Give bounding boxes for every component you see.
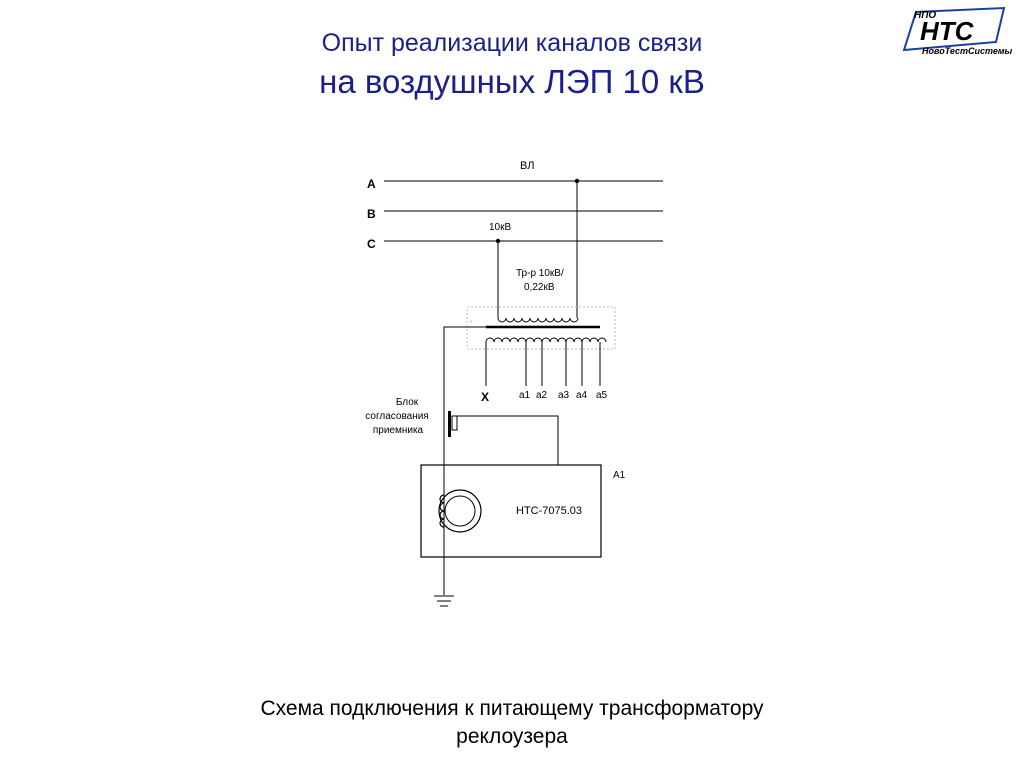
voltage-label: 10кВ: [489, 222, 511, 233]
logo-main-text: НТС: [920, 16, 975, 46]
device-name-label: НТС-7075.03: [516, 505, 582, 517]
tap-label-a1: а1: [519, 390, 531, 401]
transformer-label-2: 0,22кВ: [524, 282, 555, 293]
line-label: ВЛ: [520, 160, 534, 172]
matching-block-coil: [451, 415, 458, 431]
secondary-winding: [485, 337, 607, 343]
logo-sub-text: НовоТестСистемы: [922, 46, 1013, 56]
device-ref-label: А1: [613, 470, 626, 481]
tap-label-a2: а2: [536, 390, 548, 401]
logo-top-text: НПО: [914, 10, 936, 21]
logo-frame: [902, 6, 1006, 52]
company-logo: НПО НТС НовоТестСистемы: [902, 6, 1013, 56]
phase-label-a: A: [367, 177, 376, 191]
current-sensor-ring-inner: [444, 495, 476, 527]
caption-line-2: реклоузера: [456, 725, 568, 748]
tap-label-x: X: [481, 390, 489, 404]
block-label-1: Блок: [396, 397, 419, 408]
device-box: [420, 464, 602, 558]
primary-winding: [497, 317, 579, 323]
title-line-1: Опыт реализации каналов связи: [321, 29, 703, 57]
transformer-enclosure: [466, 306, 616, 350]
phase-label-c: C: [367, 237, 376, 251]
phase-label-b: B: [367, 207, 376, 221]
enclosure-mark: +: [469, 319, 473, 326]
block-label-3: приемника: [373, 425, 424, 436]
current-sensor-coil: [439, 494, 445, 528]
caption-line-1: Схема подключения к питающему трансформа…: [260, 697, 764, 720]
title-line-2: на воздушных ЛЭП 10 кВ: [319, 63, 705, 100]
transformer-label-1: Тр-р 10кВ/: [516, 268, 564, 279]
tap-label-a5: а5: [596, 390, 608, 401]
matching-block-link: [457, 415, 559, 465]
tap-label-a3: а3: [558, 390, 570, 401]
page-title: Опыт реализации каналов связи на воздушн…: [0, 26, 1024, 104]
block-label-2: согласования: [365, 411, 428, 422]
current-sensor-ring-outer: [438, 489, 482, 533]
diagram-caption: Схема подключения к питающему трансформа…: [0, 695, 1024, 751]
tap-label-a4: а4: [576, 390, 588, 401]
matching-block-symbol: [448, 411, 451, 437]
